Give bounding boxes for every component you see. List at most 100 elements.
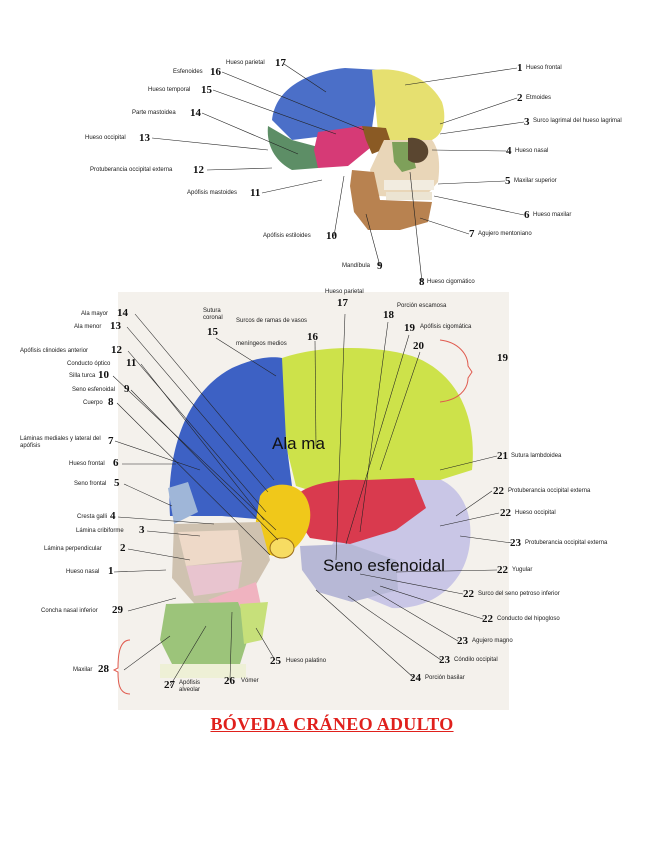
palatine-region [240,602,268,644]
bottom-label-27-number: 27 [164,679,175,691]
top-label-3-number: 3 [524,116,530,128]
bottom-label-5-number: 5 [114,477,120,489]
top-label-9-number: 9 [377,260,383,272]
bottom-label-22a-number: 22 [493,485,504,497]
bottom-label-25-text: Hueso palatino [286,658,327,664]
top-label-9-text: Mandíbula [342,263,371,269]
bottom-label-13-number: 13 [110,320,121,332]
bottom-label-17-number: 17 [337,297,348,309]
frontal-region-sagittal [169,357,292,520]
top-label-16-number: 16 [210,66,221,78]
basilar-region [300,544,398,602]
teeth-upper [384,180,434,190]
bottom-label-15-text: Sutura coronal [203,308,223,321]
top-label-7-text: Agujero mentoniano [478,231,532,237]
bottom-label-22e-number: 22 [482,613,493,625]
bottom-label-22b-number: 22 [500,507,511,519]
top-label-12-number: 12 [193,164,204,176]
bracket-19 [439,339,473,403]
bottom-label-16-number: 16 [307,331,318,343]
top-label-3-text: Surco lagrimal del hueso lagrimal [533,118,622,124]
bottom-label-22d-number: 22 [463,588,474,600]
bottom-label-4-number: 4 [110,510,116,522]
bottom-label-17-text: Hueso parietal [325,289,364,295]
bottom-label-5-text: Seno frontal [74,481,107,487]
top-label-11-number: 11 [250,187,261,199]
bottom-label-26-number: 26 [224,675,235,687]
top-label-13-text: Hueso occipital [85,135,126,141]
top-label-4-text: Hueso nasal [515,148,549,154]
frontal-region [372,69,445,146]
bottom-label-12-text: Apófisis clinoides anterior [20,348,89,354]
bottom-label-25-number: 25 [270,655,281,667]
top-label-13-number: 13 [139,132,150,144]
bottom-label-23b-text: Agujero magno [472,638,513,644]
bottom-label-28-number: 28 [98,663,109,675]
top-label-6-text: Hueso maxilar [533,212,572,218]
lateral-skull-illustration [267,68,445,230]
bottom-leader-lines [112,313,513,687]
bottom-label-2-number: 2 [120,542,126,554]
bottom-label-11-text: Conducto óptico [67,361,111,367]
top-label-15-number: 15 [201,84,212,96]
top-leader-lines [151,63,525,283]
bottom-label-24-number: 24 [410,672,421,684]
frontal-sinus-edge [168,482,198,524]
overlay-seno-esfenoidal: Seno esfenoidal [323,556,445,575]
bottom-label-1-number: 1 [108,565,114,577]
bottom-label-23c-number: 23 [439,654,450,666]
bottom-label-18-text: Porción escamosa [397,303,447,309]
bottom-label-12-number: 12 [111,344,122,356]
bottom-label-10-text: Silla turca [69,373,96,379]
temporal-region-sagittal [288,478,426,544]
bottom-label-9-text: Seno esfenoidal [72,387,116,393]
bottom-label-22a-text: Protuberancia occipital externa [508,488,591,494]
bottom-label-11-number: 11 [126,357,137,369]
bottom-label-23a-number: 23 [510,537,521,549]
top-label-6-number: 6 [524,209,530,221]
bottom-label-2-text: Lámina perpendicular [44,546,102,552]
bottom-label-4-text: Cresta galli [77,514,108,520]
top-label-14-number: 14 [190,107,201,119]
bottom-label-23a-text: Protuberancia occipital externa [525,540,608,546]
bottom-label-7-number: 7 [108,435,114,447]
bottom-label-21-text: Sutura lambdoidea [511,453,562,459]
top-label-5-number: 5 [505,175,511,187]
sagittal-skull-illustration [112,292,509,710]
temporal-region [314,126,370,168]
bottom-label-29-text: Concha nasal inferior [41,608,98,614]
perpendicular-plate [186,562,242,596]
bottom-label-19b-number: 19 [497,352,508,364]
top-label-8-number: 8 [419,276,425,288]
top-label-12-text: Protuberancia occipital externa [90,167,173,173]
orbit [408,137,429,163]
top-label-10-text: Apófisis estiloides [263,233,311,239]
bottom-label-22e-text: Conducto del hipogloso [497,616,560,622]
bottom-label-9-number: 9 [124,383,130,395]
bottom-label-3-text: Lámina cribiforme [76,528,124,534]
maxilla-region [160,602,250,668]
parietal-region-sagittal [282,347,473,500]
bottom-label-3-number: 3 [139,524,145,536]
bottom-label-27-text: Apófisis alveolar [179,680,201,693]
top-label-2-text: Etmoides [526,95,552,101]
top-label-17-text: Hueso parietal [226,60,265,66]
bottom-label-1-text: Hueso nasal [66,569,100,575]
bottom-label-26-text: Vómer [241,678,259,684]
top-label-11-text: Apófisis mastoides [187,190,238,196]
overlay-ala-mayor: Ala ma [272,434,325,453]
bottom-label-15-number: 15 [207,326,218,338]
bottom-label-22b-text: Hueso occipital [515,510,556,516]
bottom-label-19-text: Apófisis cigomática [420,324,472,330]
top-label-8-text: Hueso cigomático [427,279,475,285]
sphenoid-body-sagittal [255,484,311,557]
bottom-label-20-number: 20 [413,340,424,352]
page-title: BÓVEDA CRÁNEO ADULTO [210,714,454,734]
top-label-17-number: 17 [275,57,286,69]
top-label-7-number: 7 [469,228,475,240]
bottom-label-28-text: Maxilar [73,667,93,673]
bottom-label-16-text: Surcos de ramas de vasos meníngeos medio… [236,318,308,347]
bottom-label-22c-text: Yugular [512,567,533,573]
bracket-28 [112,639,131,695]
bottom-label-24-text: Porción basilar [425,675,465,681]
